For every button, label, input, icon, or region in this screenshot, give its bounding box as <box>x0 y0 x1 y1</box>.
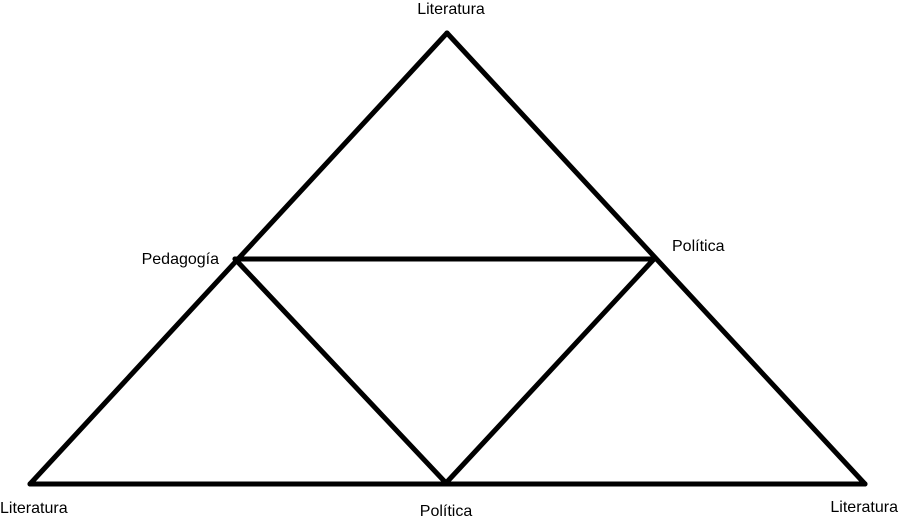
label-bottom-left: Literatura <box>0 500 68 517</box>
label-bottom-right: Literatura <box>830 499 898 516</box>
label-bottom-mid: Política <box>420 503 473 517</box>
edge-left-mid-to-bottom-mid <box>232 256 449 486</box>
label-top: Literatura <box>417 1 485 18</box>
label-right-mid: Política <box>672 238 725 255</box>
label-left-mid: Pedagogía <box>142 251 220 268</box>
edge-right-mid-to-bottom-mid <box>443 256 657 486</box>
